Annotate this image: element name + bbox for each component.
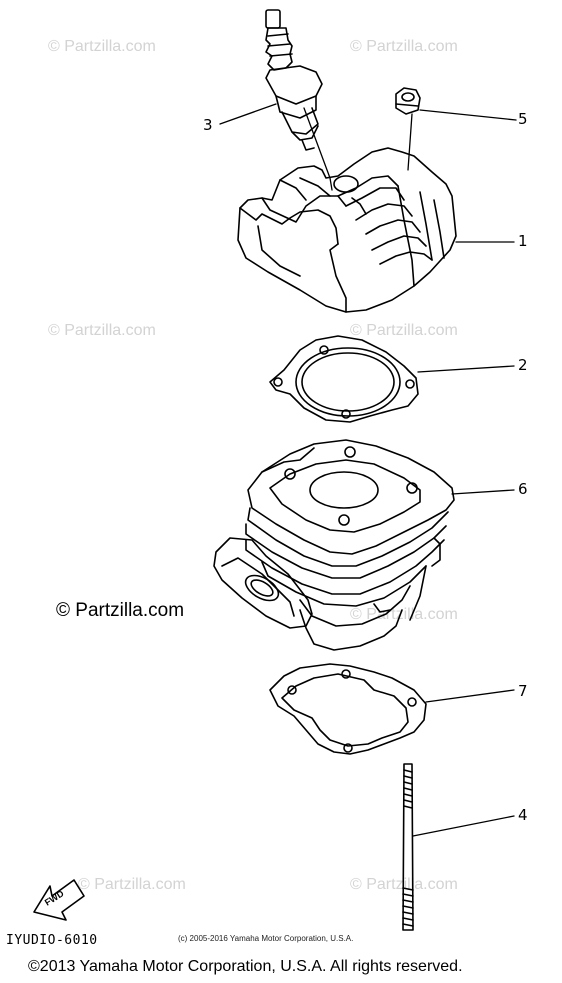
watermark: © Partzilla.com [48, 322, 156, 339]
callout-1: 1 [518, 232, 528, 250]
cylinder-head[interactable] [237, 147, 457, 313]
callout-3: 3 [203, 116, 213, 134]
callout-2: 2 [518, 356, 528, 374]
watermark: © Partzilla.com [78, 876, 186, 893]
copyright-notice: ©2013 Yamaha Motor Corporation, U.S.A. A… [28, 958, 463, 975]
callout-4: 4 [518, 806, 528, 824]
watermark: © Partzilla.com [350, 606, 458, 623]
watermark-main: © Partzilla.com [56, 600, 185, 621]
stud-bolt[interactable] [402, 763, 414, 931]
callout-7: 7 [518, 682, 528, 700]
head-gasket[interactable] [269, 335, 419, 423]
fwd-arrow-icon [33, 879, 85, 921]
callout-5: 5 [518, 110, 528, 128]
cap-nut[interactable] [395, 87, 421, 115]
cylinder[interactable] [213, 439, 455, 651]
spark-plug[interactable] [265, 9, 323, 151]
watermark: © Partzilla.com [350, 38, 458, 55]
small-copyright: (c) 2005-2016 Yamaha Motor Corporation, … [178, 934, 354, 943]
base-gasket[interactable] [269, 663, 427, 755]
diagram-code: IYUDIO-6010 [6, 933, 98, 948]
leader-lines [219, 103, 517, 837]
callout-6: 6 [518, 480, 528, 498]
watermark: © Partzilla.com [48, 38, 156, 55]
watermark: © Partzilla.com [350, 322, 458, 339]
